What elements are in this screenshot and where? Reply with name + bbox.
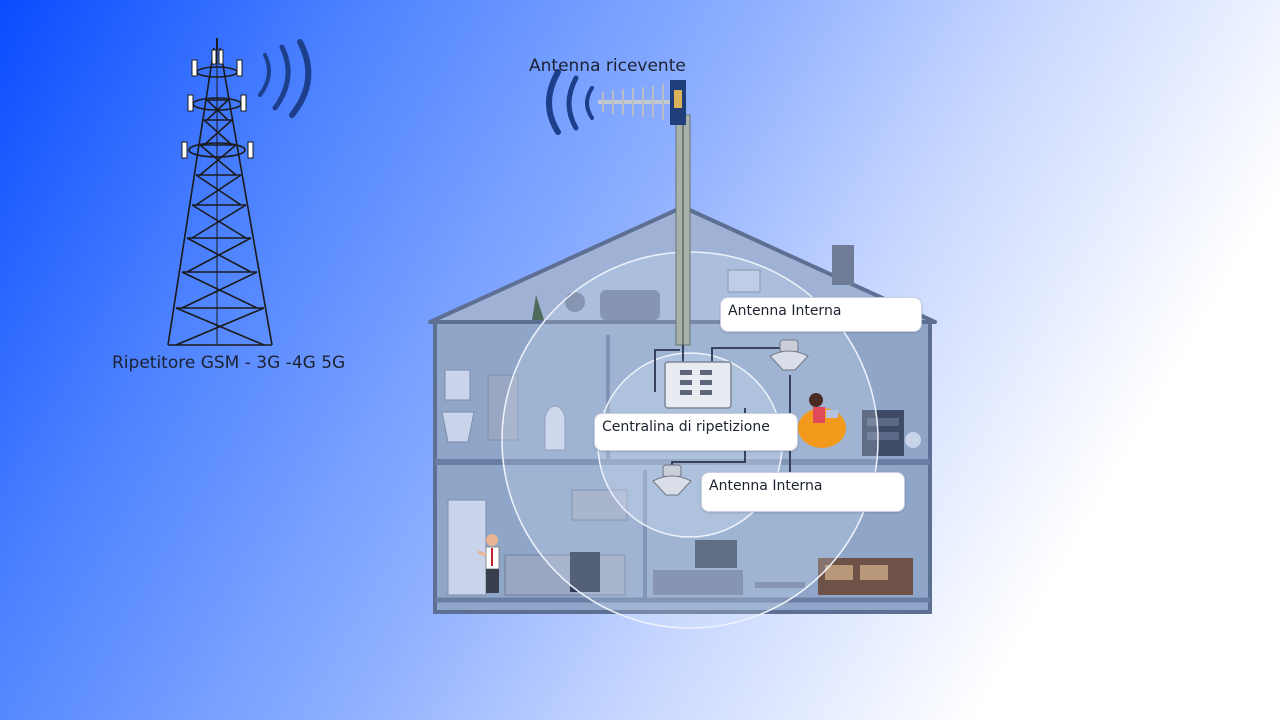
indoor-antenna-lower-callout: Antenna Interna	[701, 472, 905, 512]
repeater-unit-callout: Centralina di ripetizione	[594, 413, 798, 451]
tower-label: Ripetitore GSM - 3G -4G 5G	[112, 353, 346, 373]
receiving-antenna-label: Antenna ricevente	[529, 56, 686, 76]
indoor-antenna-upper-callout: Antenna Interna	[720, 297, 922, 332]
repeater-unit-label: Centralina di ripetizione	[602, 419, 770, 435]
person-on-beanbag	[798, 393, 846, 448]
indoor-antenna-upper-label: Antenna Interna	[728, 303, 842, 319]
cell-tower	[167, 38, 273, 346]
receiving-antenna	[598, 80, 691, 346]
person-on-phone	[477, 534, 500, 593]
repeater-device	[664, 361, 732, 409]
antenna-signal-waves	[546, 69, 594, 135]
indoor-antenna-lower	[652, 464, 692, 496]
tower-signal-waves	[258, 39, 312, 118]
indoor-antenna-lower-label: Antenna Interna	[709, 478, 823, 494]
indoor-antenna-upper	[769, 339, 809, 371]
